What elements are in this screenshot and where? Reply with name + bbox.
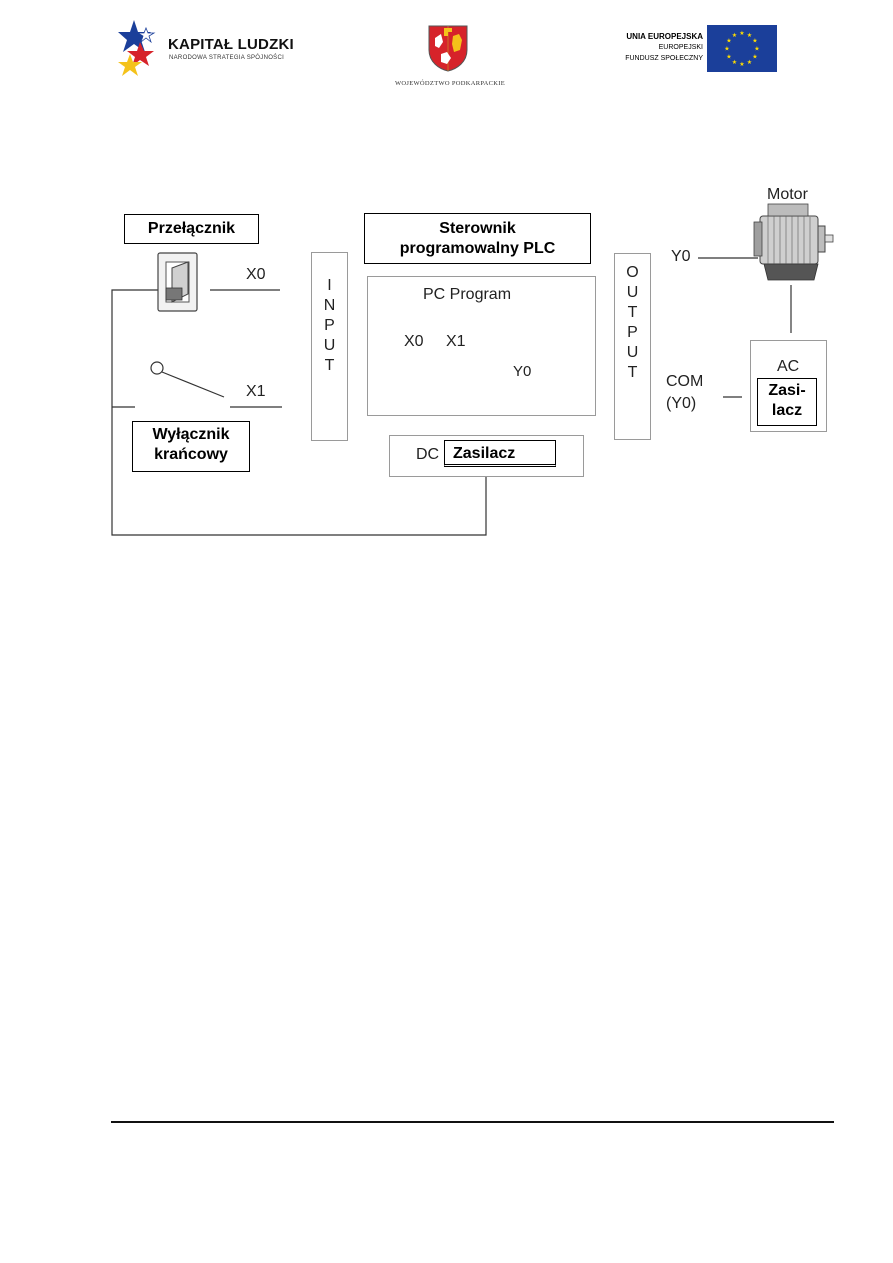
svg-text:★: ★	[747, 59, 752, 66]
motor-label: Motor	[767, 186, 808, 203]
eu-line-2: EUROPEJSKI	[658, 44, 703, 51]
eu-flag-icon: ★★★ ★★★ ★★★ ★★★	[707, 25, 777, 72]
motor-icon	[753, 203, 834, 281]
wojewodztwo-logo: WOJEWÓDZTWO PODKARPACKIE	[380, 24, 520, 88]
output-module	[614, 253, 651, 440]
output-letter: T	[627, 364, 638, 381]
coat-of-arms-icon	[428, 25, 468, 72]
switch-label: Przełącznik	[124, 214, 259, 244]
eu-line-3: FUNDUSZ SPOŁECZNY	[625, 55, 703, 62]
x0-terminal-label: X0	[246, 266, 266, 283]
output-label: O U T P U T	[614, 263, 651, 383]
svg-text:★: ★	[752, 38, 757, 45]
plc-label: Sterownik programowalny PLC	[364, 213, 591, 264]
x1-terminal-label: X1	[246, 383, 266, 400]
kapital-ludzki-emblem	[118, 20, 156, 76]
dc-label: DC	[416, 446, 440, 463]
svg-text:★: ★	[747, 32, 752, 39]
limit-switch-label-text: Wyłącznik krańcowy	[152, 426, 230, 463]
input-letter: N	[323, 297, 336, 314]
y0-terminal-label: Y0	[671, 248, 691, 265]
svg-text:★: ★	[739, 61, 744, 68]
input-wire-loop	[111, 289, 487, 536]
dc-supply-label: Zasilacz	[444, 440, 556, 467]
input-letter: I	[327, 277, 332, 294]
svg-text:★: ★	[726, 54, 731, 61]
eu-line-1: UNIA EUROPEJSKA	[626, 32, 703, 41]
output-letter: P	[627, 324, 638, 341]
limit-switch-icon	[150, 361, 225, 398]
svg-text:★: ★	[732, 32, 737, 39]
output-letter: U	[626, 344, 639, 361]
svg-text:★: ★	[726, 38, 731, 45]
kapital-ludzki-logo: KAPITAŁ LUDZKI NARODOWA STRATEGIA SPÓJNO…	[118, 18, 318, 78]
ac-label: AC	[777, 358, 800, 375]
input-module	[311, 252, 348, 441]
limit-switch-label: Wyłącznik krańcowy	[132, 421, 250, 472]
wojewodztwo-caption: WOJEWÓDZTWO PODKARPACKIE	[394, 80, 506, 87]
output-letter: U	[626, 284, 639, 301]
output-letter: O	[626, 264, 639, 281]
plc-label-text: Sterownik programowalny PLC	[399, 220, 556, 257]
pc-program-frame	[367, 276, 596, 416]
svg-text:★: ★	[724, 46, 729, 53]
ac-supply-label: Zasi- lacz	[757, 378, 817, 426]
eu-text: UNIA EUROPEJSKA EUROPEJSKI FUNDUSZ SPOŁE…	[600, 31, 703, 64]
ladder-x1-label: X1	[446, 333, 466, 350]
eu-logo: UNIA EUROPEJSKA EUROPEJSKI FUNDUSZ SPOŁE…	[600, 25, 778, 73]
svg-text:★: ★	[739, 30, 744, 37]
com-label: COM	[666, 373, 704, 390]
output-letter: T	[627, 304, 638, 321]
input-letter: P	[324, 317, 335, 334]
footer-divider	[111, 1121, 834, 1123]
input-letter: U	[323, 337, 336, 354]
input-label: I N P U T	[311, 276, 348, 376]
pc-program-title: PC Program	[423, 286, 512, 303]
com-y0-label: (Y0)	[666, 395, 697, 412]
input-letter: T	[324, 357, 335, 374]
ladder-x0-label: X0	[404, 333, 424, 350]
kapital-ludzki-subtitle: NARODOWA STRATEGIA SPÓJNOŚCI	[169, 55, 285, 61]
svg-text:★: ★	[752, 54, 757, 61]
toggle-switch-icon	[157, 252, 198, 312]
kapital-ludzki-title: KAPITAŁ LUDZKI	[168, 36, 294, 53]
coil-label: Y0	[513, 363, 532, 380]
svg-text:★: ★	[732, 59, 737, 66]
svg-text:★: ★	[754, 46, 759, 53]
ac-supply-label-text: Zasi- lacz	[768, 382, 806, 419]
